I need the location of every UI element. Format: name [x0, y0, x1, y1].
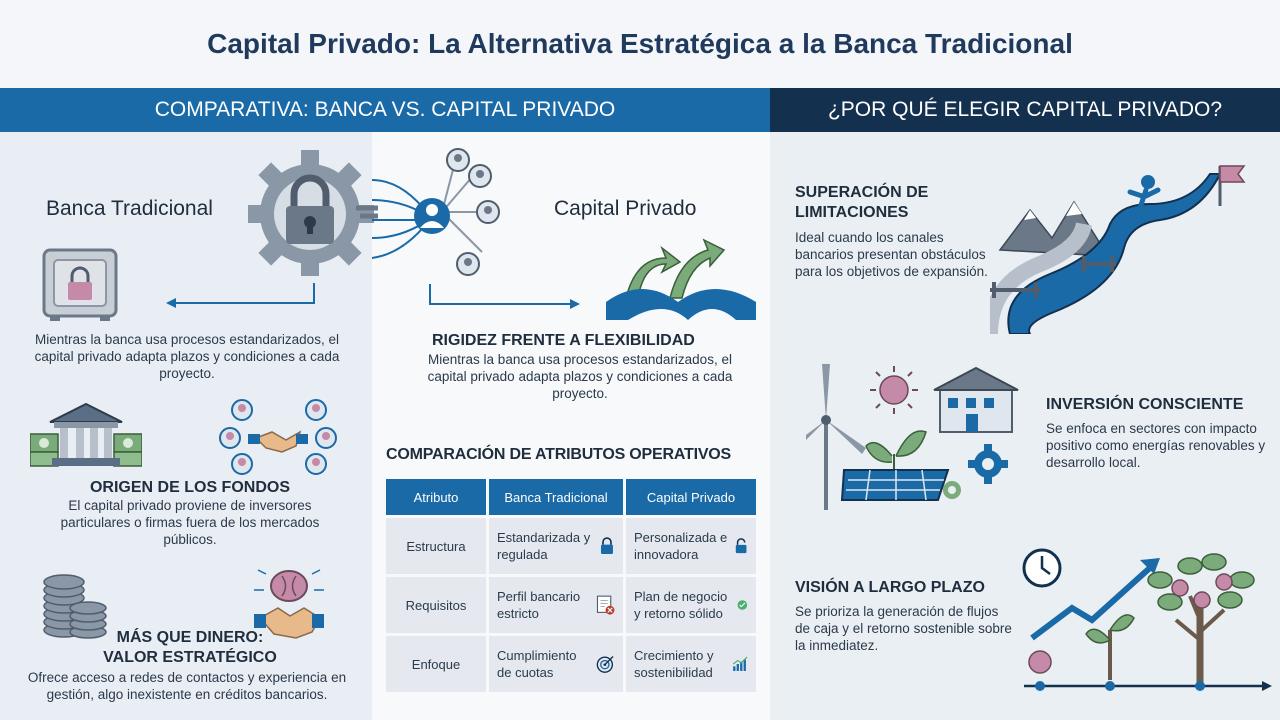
- table-header-capital: Capital Privado: [626, 479, 756, 515]
- long-term-growth-icon: [1020, 540, 1272, 696]
- table-cell-banca: Perfil bancario estricto: [497, 589, 581, 621]
- mountain-road-icon: [990, 160, 1260, 334]
- why-header: ¿POR QUÉ ELEGIR CAPITAL PRIVADO?: [770, 88, 1280, 132]
- sup-title-1: SUPERACIÓN DE: [795, 184, 929, 201]
- vis-description: Se prioriza la generación de flujos de c…: [795, 604, 1012, 653]
- renewable-energy-icon: [806, 360, 1036, 510]
- lock-open-icon: [735, 538, 747, 554]
- bank-icon: [30, 400, 142, 474]
- check-circle-icon: [737, 600, 748, 610]
- network-people-icon: [372, 140, 512, 290]
- rigidez-title: RIGIDEZ FRENTE A FLEXIBILIDAD: [432, 332, 695, 349]
- table-row: Requisitos Perfil bancario estricto Plan…: [386, 577, 756, 633]
- comparison-header: COMPARATIVA: BANCA VS. CAPITAL PRIVADO: [0, 88, 770, 132]
- banca-label: Banca Tradicional: [46, 197, 213, 220]
- origen-description: El capital privado proviene de inversore…: [60, 498, 320, 547]
- gear-lock-icon: [248, 146, 378, 276]
- table-cell-attr: Estructura: [386, 518, 486, 574]
- vis-title: VISIÓN A LARGO PLAZO: [795, 579, 985, 596]
- inv-description: Se enfoca en sectores con impacto positi…: [1046, 421, 1266, 470]
- lock-closed-icon: [601, 537, 614, 554]
- table-row: Enfoque Cumplimiento de cuotas Crecimien…: [386, 636, 756, 692]
- capital-label: Capital Privado: [554, 197, 697, 220]
- arrow-right-icon: [426, 284, 582, 310]
- growth-chart-icon: [732, 656, 748, 671]
- table-header-banca: Banca Tradicional: [489, 479, 623, 515]
- mas-title-2: VALOR ESTRATÉGICO: [103, 649, 277, 666]
- table-cell-capital: Crecimiento y sostenibilidad: [634, 648, 714, 680]
- table-row: Estructura Estandarizada y regulada Pers…: [386, 518, 756, 574]
- document-rejected-icon: [596, 595, 615, 615]
- comparison-table: Atributo Banca Tradicional Capital Priva…: [383, 476, 759, 695]
- safe-icon: [42, 248, 120, 322]
- coins-icon: [42, 570, 108, 642]
- page-title: Capital Privado: La Alternativa Estratég…: [0, 0, 1280, 88]
- arrow-left-icon: [164, 283, 320, 313]
- table-cell-banca: Cumplimiento de cuotas: [497, 648, 577, 680]
- sup-title-2: LIMITACIONES: [795, 204, 909, 221]
- table-cell-attr: Requisitos: [386, 577, 486, 633]
- table-cell-attr: Enfoque: [386, 636, 486, 692]
- inv-title: INVERSIÓN CONSCIENTE: [1046, 396, 1244, 413]
- table-cell-banca: Estandarizada y regulada: [497, 530, 591, 562]
- table-cell-capital: Plan de negocio y retorno sólido: [634, 589, 728, 621]
- handshake-network-icon: [218, 398, 338, 476]
- table-header-atributo: Atributo: [386, 479, 486, 515]
- banca-description: Mientras la banca usa procesos estandari…: [34, 332, 340, 381]
- sup-description: Ideal cuando los canales bancarios prese…: [795, 230, 988, 279]
- table-title: COMPARACIÓN DE ATRIBUTOS OPERATIVOS: [386, 446, 732, 463]
- target-icon: [596, 656, 614, 673]
- brain-handshake-icon: [252, 566, 326, 642]
- rigidez-description: Mientras la banca usa procesos estandari…: [427, 352, 733, 401]
- mas-title-1: MÁS QUE DINERO:: [116, 629, 264, 646]
- flexible-growth-icon: [606, 228, 756, 320]
- origen-title: ORIGEN DE LOS FONDOS: [89, 479, 290, 496]
- table-cell-capital: Personalizada e innovadora: [634, 530, 728, 562]
- mas-description: Ofrece acceso a redes de contactos y exp…: [27, 670, 347, 702]
